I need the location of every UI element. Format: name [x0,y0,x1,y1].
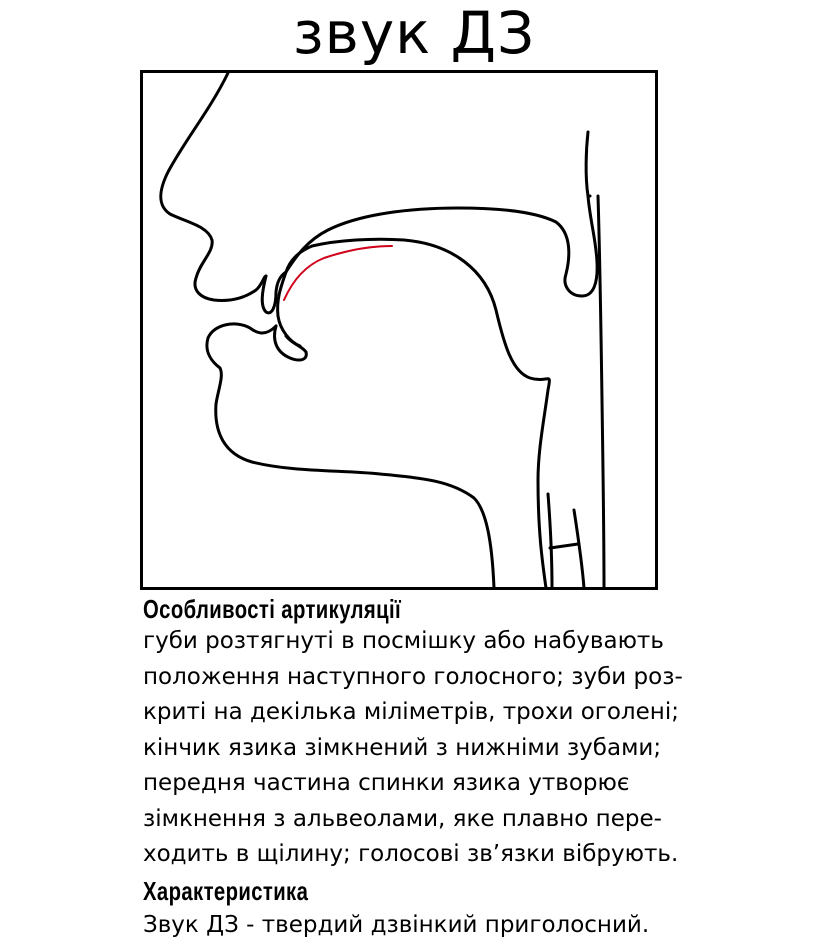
articulation-line: губи розтягнуті в посмішку або набувають [143,628,664,654]
articulation-line: кінчик язика зімкнений з нижніми зубами; [143,734,662,761]
tongue-outline [284,237,551,590]
tongue-constriction-highlight [283,245,393,301]
larynx-outline [546,492,554,590]
trachea-outline [572,508,586,590]
articulation-description: губи розтягнуті в посмішку або набувають… [143,624,783,873]
articulation-diagram [140,70,658,590]
upper-incisor-outline [260,270,288,315]
lower-lip-chin-jaw-outline [205,322,496,590]
articulation-heading: Особливості артикуляції [143,594,402,624]
nasopharynx-wall-outline [584,130,590,198]
articulation-line: положення наступного голосного; зуби роз… [143,663,683,690]
articulation-line: криті на декілька міліметрів, трохи огол… [143,699,679,725]
nose-and-upper-lip-outline [159,71,268,302]
palate-outline [284,194,599,298]
articulation-line: зімкнення з альвеолами, яке плавно пере- [143,805,662,832]
diagram-frame [140,70,658,590]
pharynx-back-wall-outline [596,194,606,590]
characteristic-heading: Характеристика [143,876,309,906]
vocal-folds-line [548,542,580,550]
characteristic-text: Звук ДЗ - твердий дзвінкий приголосний. [143,912,650,938]
articulation-line: передня частина спинки язика утворює [143,770,630,796]
articulation-line: ходить в щілину; голосові зв’язки вібрую… [143,841,679,867]
tongue-tip-outline [276,270,302,348]
lower-incisor-outline [273,324,308,362]
page-title: звук ДЗ [292,0,536,67]
vocal-tract-profile [140,70,658,590]
